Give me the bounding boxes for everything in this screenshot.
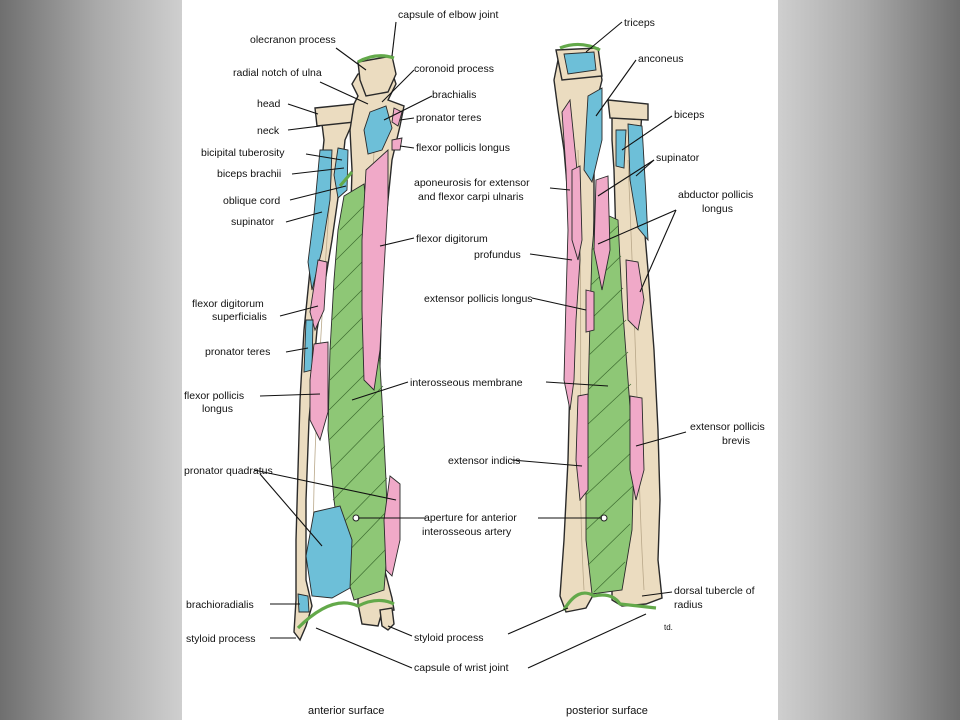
label-styloid-process-left: styloid process	[186, 633, 255, 645]
posterior-profundus	[571, 165, 583, 261]
anterior-biceps-brachii	[333, 147, 349, 199]
label-pronator-teres-top: pronator teres	[416, 112, 481, 124]
anterior-pronator-quadratus	[305, 505, 353, 599]
label-aponeurosis-line2: and flexor carpi ulnaris	[418, 191, 524, 203]
label-pronator-quadratus: pronator quadratus	[184, 465, 273, 477]
leader-lines	[253, 21, 687, 669]
label-dorsal-tubercle-line2: radius	[674, 599, 703, 611]
posterior-anconeus	[583, 87, 603, 184]
label-brachialis: brachialis	[432, 89, 476, 101]
label-fds-line2: superficialis	[212, 311, 267, 323]
anterior-fpl	[309, 341, 329, 442]
posterior-view	[553, 42, 663, 613]
label-capsule-of-wrist-joint: capsule of wrist joint	[414, 662, 509, 674]
label-oblique-cord: oblique cord	[223, 195, 280, 207]
anterior-elbow-capsule	[357, 54, 395, 64]
label-apl-line1: abductor pollicis	[678, 189, 753, 201]
posterior-triceps	[563, 51, 597, 75]
label-dorsal-tubercle-line1: dorsal tubercle of	[674, 585, 755, 597]
label-capsule-of-elbow-joint: capsule of elbow joint	[398, 9, 498, 21]
posterior-radius-head	[607, 99, 649, 121]
posterior-wrist-capsule	[562, 591, 657, 611]
anterior-radius-head	[314, 103, 356, 127]
posterior-supinator	[627, 123, 649, 242]
anterior-fdp-lower	[383, 475, 401, 577]
label-pronator-teres-left: pronator teres	[205, 346, 270, 358]
label-bicipital-tuberosity: bicipital tuberosity	[201, 147, 285, 159]
label-radial-notch-of-ulna: radial notch of ulna	[233, 67, 322, 79]
label-aponeurosis-line1: aponeurosis for extensor	[414, 177, 530, 189]
label-styloid-process-center: styloid process	[414, 632, 483, 644]
label-extensor-indicis: extensor indicis	[448, 455, 520, 467]
label-fpl-left-line1: flexor pollicis	[184, 390, 244, 402]
label-signature: td.	[664, 623, 673, 632]
label-flexor-pollicis-longus-top: flexor pollicis longus	[416, 142, 510, 154]
slide: olecranon process radial notch of ulna h…	[182, 0, 778, 720]
anterior-view	[293, 54, 405, 642]
label-apl-line2: longus	[702, 203, 733, 215]
forearm-bones-diagram: olecranon process radial notch of ulna h…	[184, 9, 765, 717]
label-epb-line1: extensor pollicis	[690, 421, 765, 433]
anterior-ulnar-styloid	[379, 607, 395, 631]
label-profundus: profundus	[474, 249, 521, 261]
label-extensor-pollicis-longus: extensor pollicis longus	[424, 293, 533, 305]
label-fds-line1: flexor digitorum	[192, 298, 264, 310]
label-flexor-digitorum: flexor digitorum	[416, 233, 488, 245]
posterior-membrane-hatching	[585, 225, 635, 593]
label-biceps-brachii: biceps brachii	[217, 168, 281, 180]
caption-anterior-surface: anterior surface	[308, 705, 384, 717]
label-anconeus: anconeus	[638, 53, 684, 65]
label-fpl-left-line2: longus	[202, 403, 233, 415]
anterior-oblique-cord	[338, 170, 354, 188]
posterior-interosseous-membrane	[585, 209, 635, 595]
anterior-fpl-ulna	[391, 137, 403, 151]
label-aperture-line2: interosseous artery	[422, 526, 512, 538]
posterior-biceps-insertion	[615, 129, 627, 169]
label-supinator-left: supinator	[231, 216, 275, 228]
anterior-wrist-capsule	[296, 598, 395, 630]
label-head: head	[257, 98, 281, 110]
labels: olecranon process radial notch of ulna h…	[184, 9, 765, 717]
posterior-elbow-capsule	[559, 42, 601, 52]
anterior-flexor-digitorum-profundus	[361, 148, 389, 391]
label-biceps: biceps	[674, 109, 704, 121]
posterior-apl-radius	[625, 259, 645, 331]
posterior-apl	[593, 175, 611, 291]
caption-posterior-surface: posterior surface	[566, 705, 648, 717]
label-coronoid-process: coronoid process	[414, 63, 494, 75]
label-epb-line2: brevis	[722, 435, 750, 447]
label-brachioradialis: brachioradialis	[186, 599, 254, 611]
posterior-extensor-indicis	[575, 393, 589, 502]
label-aperture-line1: aperture for anterior	[424, 512, 517, 524]
anterior-brachioradialis	[297, 593, 310, 613]
label-interosseous-membrane: interosseous membrane	[410, 377, 523, 389]
posterior-extensor-pollicis-longus	[585, 289, 595, 333]
anterior-brachialis	[363, 105, 393, 155]
label-neck: neck	[257, 125, 280, 137]
anterior-fds	[309, 259, 328, 332]
label-olecranon-process: olecranon process	[250, 34, 336, 46]
label-triceps: triceps	[624, 17, 655, 29]
posterior-epb	[629, 395, 645, 501]
label-supinator-right: supinator	[656, 152, 700, 164]
